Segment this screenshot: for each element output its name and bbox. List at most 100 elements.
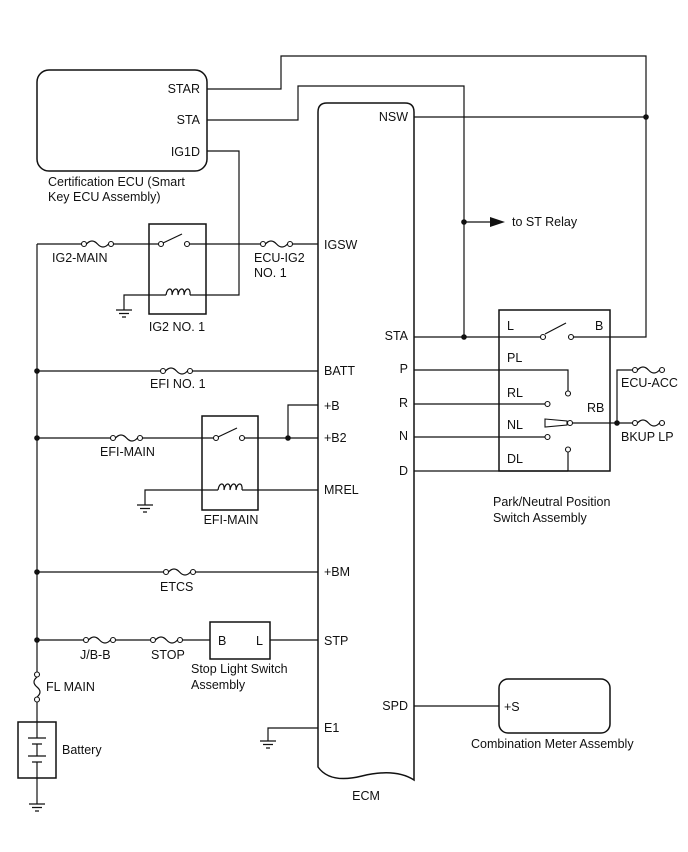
ecm-label: ECM — [352, 789, 380, 803]
ecm-pin-batt: BATT — [324, 364, 355, 378]
to-st-relay-label: to ST Relay — [512, 215, 578, 229]
fuse-ecu-acc-label: ECU-ACC — [621, 376, 678, 390]
fuse-ig2-main — [80, 240, 115, 248]
ecm-pin-r: R — [399, 396, 408, 410]
relay-coil-icon — [165, 288, 191, 296]
ecm-pin-b2: +B2 — [324, 431, 347, 445]
fuse-efi-no1 — [159, 367, 194, 375]
certification-ecu: STAR STA IG1D Certification ECU (Smart K… — [36, 69, 208, 204]
fuse-ecu-acc — [631, 366, 666, 374]
ecm-pin-nsw: NSW — [379, 110, 408, 124]
relay-efi-main-label: EFI-MAIN — [204, 513, 259, 527]
fuse-efi-main — [109, 434, 144, 442]
pnp-wiper-icon — [544, 418, 568, 428]
ecm-pin-sta: STA — [385, 329, 409, 343]
wire-ig1d — [206, 150, 240, 296]
meter-pin-s: +S — [504, 700, 520, 714]
arrow-right-icon — [490, 217, 505, 227]
relay-ig2-no1-label: IG2 NO. 1 — [149, 320, 205, 334]
relay-coil-icon — [217, 483, 243, 491]
wire-ig2-ground — [123, 294, 149, 310]
pnp-contact-n — [544, 433, 551, 441]
fl-main-terminal-bottom — [33, 696, 41, 703]
fuse-stop — [149, 636, 184, 644]
pin-sta-cert: STA — [177, 113, 201, 127]
fuse-stop-label: STOP — [151, 648, 185, 662]
fuse-fl-main-label: FL MAIN — [46, 680, 95, 694]
stop-switch-pin-b: B — [218, 634, 226, 648]
ecm-pin-igsw: IGSW — [324, 238, 358, 252]
fuse-ecu-ig2-no1 — [259, 240, 294, 248]
ecm-pin-d: D — [399, 464, 408, 478]
pnp-pin-pl: PL — [507, 351, 522, 365]
fuse-ig2-main-label: IG2-MAIN — [52, 251, 108, 265]
wire-e1 — [267, 727, 318, 741]
junction-nsw — [643, 114, 649, 120]
wire-ecu-acc — [616, 369, 633, 423]
ecm-pin-stp: STP — [324, 634, 348, 648]
stop-light-switch-box — [209, 621, 271, 660]
relay-efi-main: EFI-MAIN — [201, 415, 259, 527]
battery-label: Battery — [62, 743, 102, 757]
fuse-ecu-ig2-label-1: ECU-IG2 — [254, 251, 305, 265]
combination-meter: +S Combination Meter Assembly — [471, 678, 634, 751]
combination-meter-label: Combination Meter Assembly — [471, 737, 634, 751]
pin-star: STAR — [168, 82, 200, 96]
stop-switch-label-1: Stop Light Switch — [191, 662, 288, 676]
pnp-contact-p — [564, 390, 572, 397]
park-neutral-switch: L B PL RL NL DL RB Park/Neutral Position… — [493, 309, 611, 525]
ecm-pin-n: N — [399, 429, 408, 443]
fuse-etcs-label: ETCS — [160, 580, 193, 594]
pnp-pin-l: L — [507, 319, 514, 333]
fuse-fl-main — [33, 676, 41, 698]
pnp-pin-b: B — [595, 319, 603, 333]
fl-main-terminal-top — [33, 671, 41, 678]
certification-ecu-label-2: Key ECU Assembly) — [48, 190, 161, 204]
wire-efi-ground — [144, 489, 202, 505]
ecm-pin-spd: SPD — [382, 699, 408, 713]
pnp-label-2: Switch Assembly — [493, 511, 588, 525]
pnp-contact-rb — [566, 419, 574, 427]
ecm-pin-b: +B — [324, 399, 340, 413]
battery-icon — [28, 722, 46, 778]
ground-icon — [260, 740, 276, 749]
battery: Battery — [17, 721, 102, 779]
pnp-contact-d — [564, 446, 572, 453]
junction-sta — [461, 334, 467, 340]
wire-plus-b — [287, 404, 318, 438]
stop-switch-pin-l: L — [256, 634, 263, 648]
combination-meter-box — [498, 678, 611, 734]
pnp-contact-b — [567, 333, 575, 341]
ground-icon — [116, 309, 132, 318]
fuse-ecu-ig2-label-2: NO. 1 — [254, 266, 287, 280]
wire-star — [207, 55, 647, 338]
ecm-pin-bm: +BM — [324, 565, 350, 579]
stop-switch-label-2: Assembly — [191, 678, 246, 692]
fuse-bkup-lp — [631, 419, 666, 427]
stop-light-switch: B L Stop Light Switch Assembly — [191, 621, 288, 692]
ground-icon — [137, 504, 153, 513]
fuse-efi-no1-label: EFI NO. 1 — [150, 377, 206, 391]
fuse-etcs — [162, 568, 197, 576]
ecm: IGSW BATT +B +B2 MREL +BM STP E1 NSW STA… — [317, 102, 415, 803]
certification-ecu-label-1: Certification ECU (Smart — [48, 175, 185, 189]
wire-sta — [207, 85, 465, 337]
ecm-pin-p: P — [400, 362, 408, 376]
relay-ig2-no1-box — [148, 223, 207, 315]
fuse-jb-b — [82, 636, 117, 644]
pnp-label-1: Park/Neutral Position — [493, 495, 610, 509]
pin-ig1d: IG1D — [171, 145, 200, 159]
fuse-bkup-lp-label: BKUP LP — [621, 430, 674, 444]
relay-ig2-no1: IG2 NO. 1 — [148, 223, 207, 334]
fuse-jb-b-label: J/B-B — [80, 648, 111, 662]
pnp-pin-nl: NL — [507, 418, 523, 432]
pnp-contact-l — [539, 333, 547, 341]
ecm-pin-e1: E1 — [324, 721, 339, 735]
ecm-pin-mrel: MREL — [324, 483, 359, 497]
pnp-lb-blade — [544, 322, 567, 335]
fuse-efi-main-label: EFI-MAIN — [100, 445, 155, 459]
ground-icon — [29, 803, 45, 812]
pnp-contact-r — [544, 400, 551, 408]
relay-efi-main-box — [201, 415, 259, 511]
